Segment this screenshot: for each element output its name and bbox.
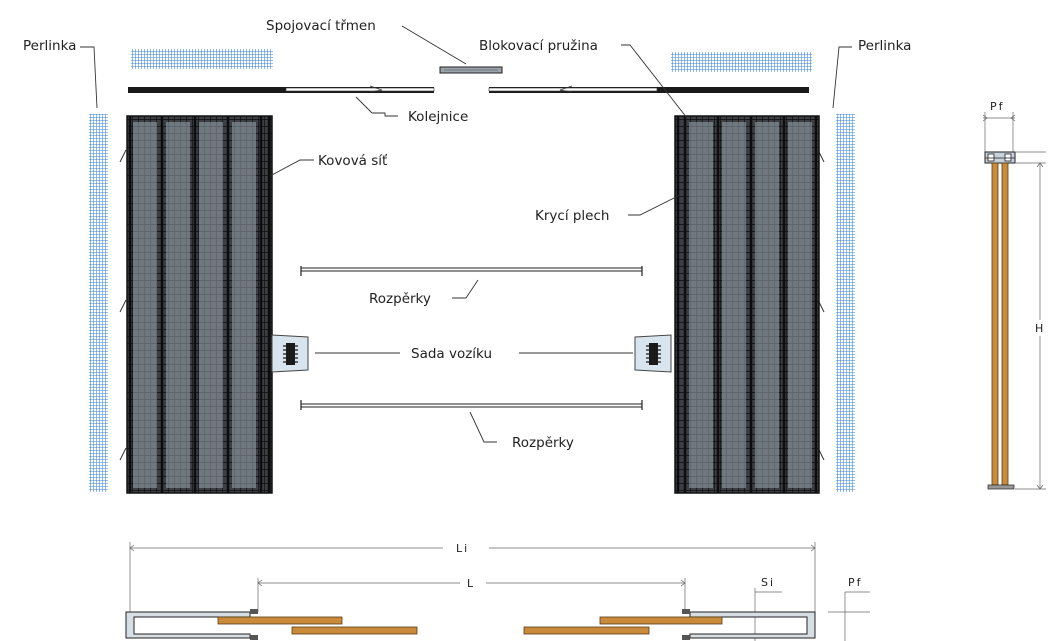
mesh-vertical-right (836, 114, 855, 492)
side-view (982, 112, 1047, 490)
plan-frame-left (125, 609, 258, 640)
cassette-right (674, 115, 820, 494)
label-sada-voziku: Sada vozíku (411, 346, 492, 362)
mesh-vertical-left (89, 114, 108, 492)
rail (128, 85, 809, 93)
leader-lines (80, 25, 852, 443)
label-rozperky-bottom: Rozpěrky (512, 435, 574, 451)
label-kovova-sit: Kovová síť (318, 153, 388, 169)
label-perlinka-right: Perlinka (858, 38, 911, 54)
cassette-left (126, 115, 273, 494)
label-kolejnice: Kolejnice (408, 109, 468, 125)
dim-pf-side: Pf (990, 100, 1005, 113)
dim-pf-plan: Pf (848, 576, 863, 589)
label-rozperky-top: Rozpěrky (369, 291, 431, 307)
trolley-left (271, 334, 309, 373)
side-view-leaf-2 (1001, 162, 1009, 486)
spreader-bottom (300, 400, 643, 410)
label-perlinka-left: Perlinka (23, 38, 76, 54)
dim-l: L (467, 577, 475, 590)
dim-si: Si (761, 576, 775, 589)
spreader-top (300, 266, 643, 276)
mesh-strip-top-left (131, 49, 273, 69)
label-spojovaci-trmen: Spojovací třmen (266, 18, 376, 34)
label-kryci-plech: Krycí plech (535, 208, 609, 224)
plan-leaf-left-2 (291, 626, 418, 635)
plan-leaf-right-2 (523, 626, 650, 635)
side-view-head (984, 151, 1016, 164)
dim-h: H (1035, 322, 1045, 335)
connector-bracket (439, 66, 503, 74)
plan-frame-right (682, 609, 816, 640)
plan-leaf-left-1 (217, 616, 343, 625)
side-view-leaf-1 (991, 162, 999, 486)
dim-li: Li (456, 542, 469, 555)
trolley-right (634, 334, 672, 373)
plan-leaf-right-1 (599, 616, 723, 625)
plan-view (125, 540, 870, 641)
mesh-strip-top-right (671, 52, 812, 72)
label-blokovaci-pruzina: Blokovací pružina (479, 38, 598, 54)
